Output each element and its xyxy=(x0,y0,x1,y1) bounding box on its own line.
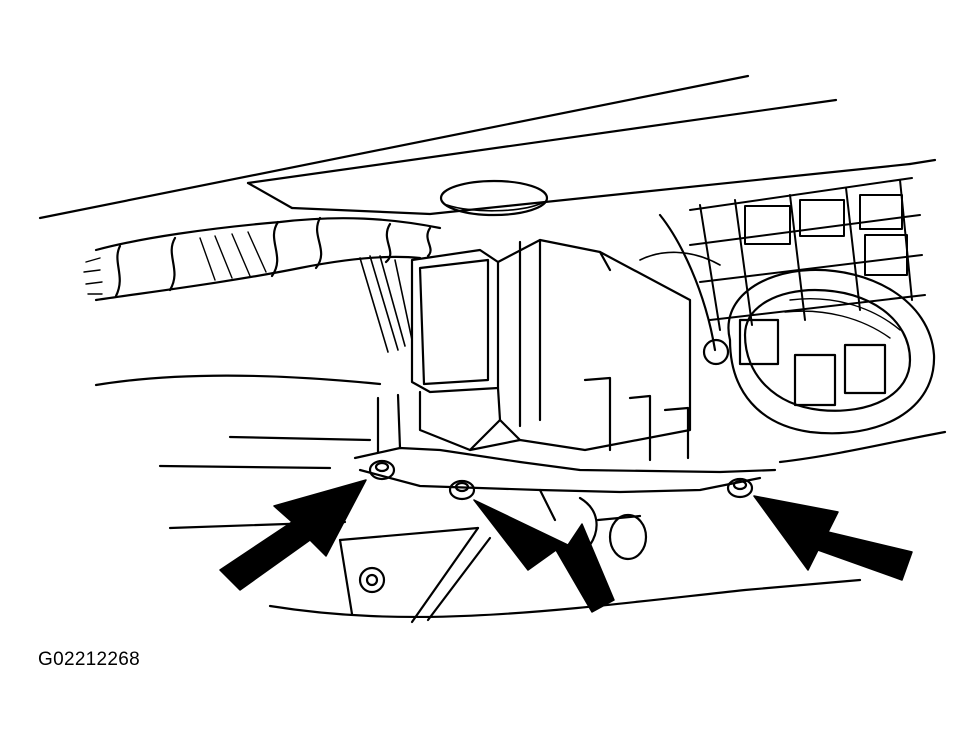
wiring-harness-right xyxy=(639,213,936,435)
mounting-bracket xyxy=(353,393,777,561)
mounting-nuts xyxy=(368,459,754,501)
arrow-right xyxy=(753,495,913,581)
figure-id-label: G02212268 xyxy=(38,649,141,670)
access-hole xyxy=(439,179,549,217)
nut-center xyxy=(448,479,476,501)
indicator-arrows xyxy=(219,479,913,613)
arrow-left xyxy=(219,479,367,591)
control-module xyxy=(410,238,692,462)
nut-left xyxy=(368,459,396,481)
nut-right xyxy=(726,477,754,499)
panel-outline xyxy=(38,74,947,619)
connector-wires xyxy=(359,255,413,353)
grille xyxy=(689,177,926,331)
wiring-harness-left xyxy=(83,216,442,302)
lower-panel xyxy=(338,526,492,624)
arrow-center xyxy=(473,499,615,613)
